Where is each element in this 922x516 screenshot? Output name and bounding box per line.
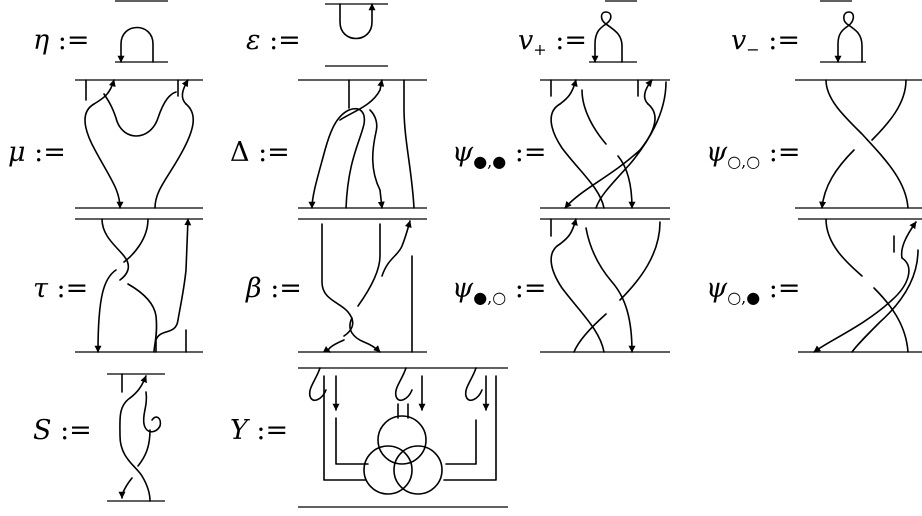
- label-psi-ob: ψ○,● :=: [706, 273, 801, 307]
- labels: η := ε := v+ := v− := μ := Δ := ψ●,● := …: [8, 25, 801, 446]
- label-psi-bo: ψ●,○ :=: [452, 273, 547, 307]
- diagram-eta: [115, 0, 168, 63]
- label-delta: Δ :=: [230, 137, 290, 168]
- label-mu: μ :=: [8, 137, 66, 168]
- diagram-v-plus: [589, 0, 637, 63]
- diagram-v-minus: [820, 0, 866, 63]
- label-y: Y :=: [230, 415, 288, 446]
- label-epsilon: ε :=: [246, 25, 301, 56]
- diagram-psi-bo: [540, 218, 670, 353]
- label-tau: τ :=: [33, 273, 88, 304]
- diagram-psi-ob: [798, 218, 922, 353]
- label-psi-bb: ψ●,● :=: [452, 137, 547, 171]
- diagram-psi-oo: [795, 79, 922, 209]
- diagram-s: [107, 373, 165, 502]
- label-eta: η :=: [33, 25, 90, 56]
- label-v-minus: v− :=: [731, 25, 800, 59]
- diagram-y: [298, 367, 508, 508]
- diagram-tau: [75, 218, 203, 353]
- label-v-plus: v+ :=: [518, 25, 587, 59]
- diagram-beta: [298, 218, 427, 353]
- diagram-mu: [75, 79, 203, 209]
- label-beta: β :=: [245, 273, 302, 304]
- label-psi-oo: ψ○,○ :=: [706, 137, 801, 171]
- label-s: S :=: [33, 415, 92, 446]
- diagram-epsilon: [325, 3, 388, 67]
- diagram-psi-bb: [540, 79, 670, 209]
- diagram-delta: [298, 79, 427, 209]
